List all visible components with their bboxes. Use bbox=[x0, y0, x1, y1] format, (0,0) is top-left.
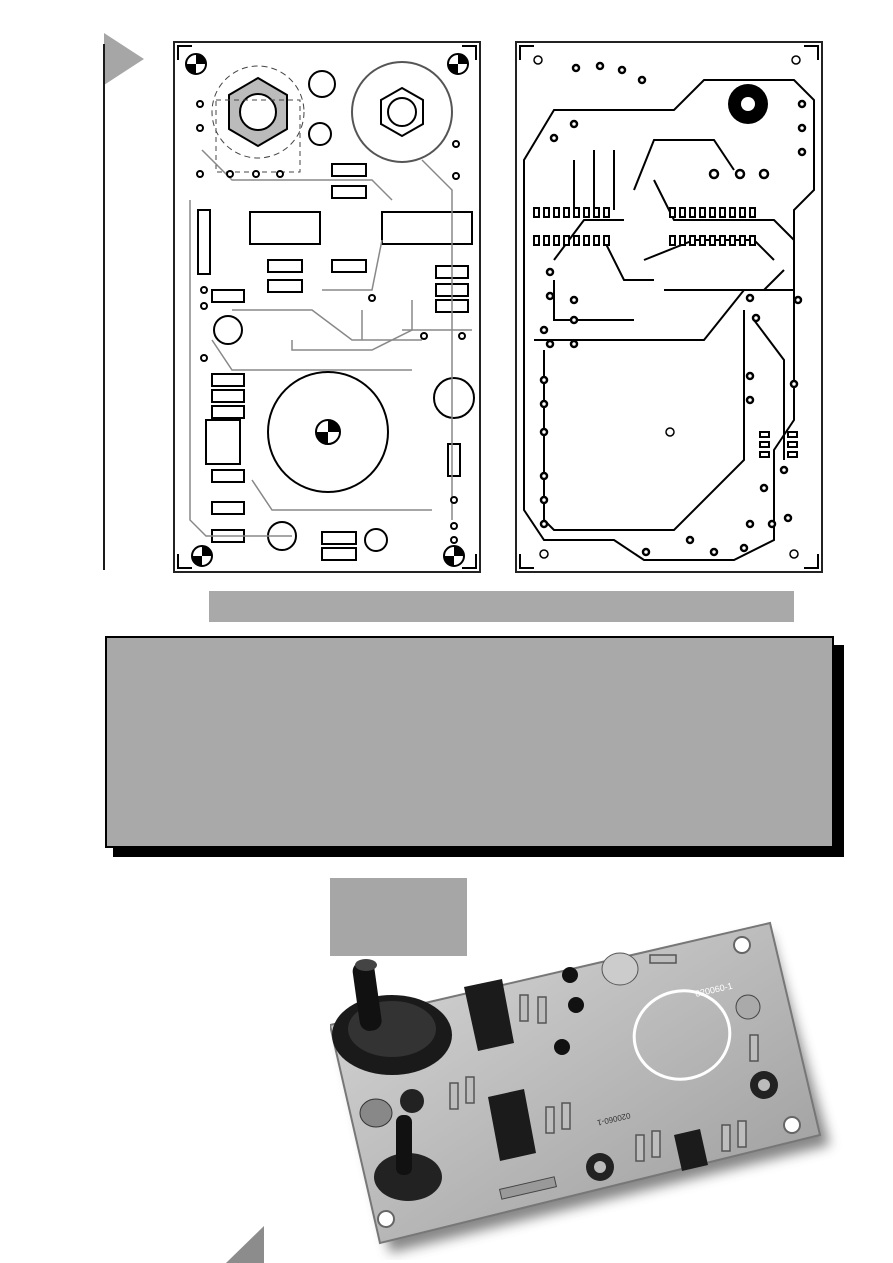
fiducial-marks bbox=[185, 53, 469, 567]
buzzer-outline bbox=[267, 371, 389, 493]
pcb-copper-layout bbox=[515, 41, 823, 573]
pcb-component-layout bbox=[173, 41, 481, 573]
corner-triangle-marker-bottom bbox=[226, 1226, 264, 1263]
rotary-switch-outline bbox=[351, 61, 453, 163]
figure-caption-bar bbox=[209, 591, 794, 622]
parts-list-box bbox=[105, 636, 834, 848]
margin-rule bbox=[103, 44, 105, 570]
pot-p1-outline bbox=[211, 65, 305, 173]
assembled-board-photo: 020060-1 020060-1 bbox=[330, 921, 830, 1253]
photo-label-box bbox=[330, 878, 467, 956]
parts-list-text bbox=[107, 638, 832, 666]
corner-triangle-marker bbox=[104, 33, 144, 85]
